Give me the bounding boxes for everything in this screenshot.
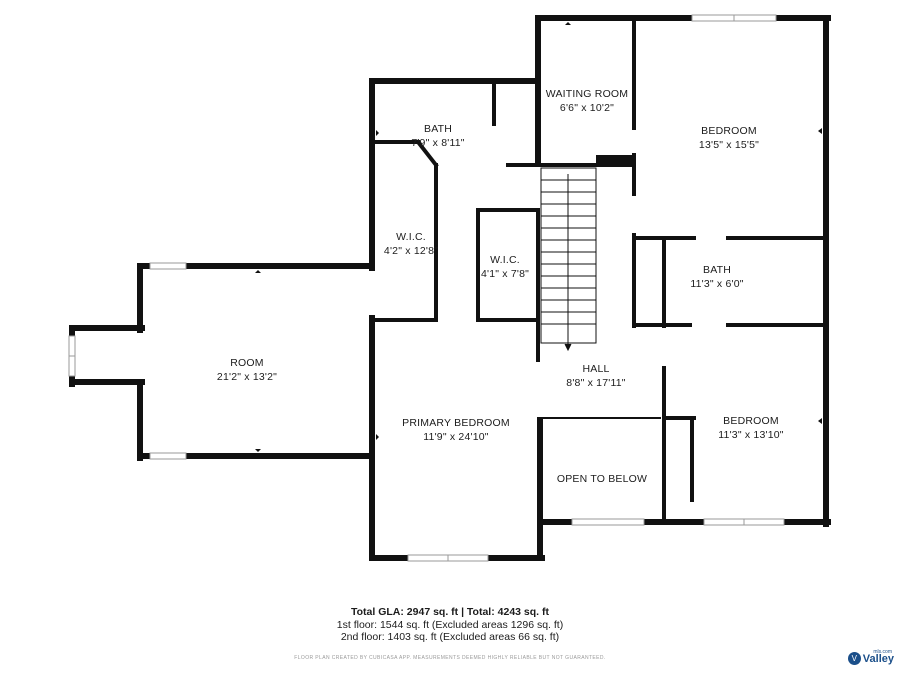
room-dimensions: 6'6" x 10'2" bbox=[559, 102, 615, 114]
total-area: Total GLA: 2947 sq. ft | Total: 4243 sq.… bbox=[351, 606, 549, 618]
room-label-open-to-below: OPEN TO BELOW bbox=[557, 472, 647, 486]
room-name: BEDROOM bbox=[723, 415, 779, 427]
room-name: W.I.C. bbox=[490, 254, 520, 266]
room-dimensions: 7'9" x 8'11" bbox=[411, 137, 465, 149]
room-label-wic-right: W.I.C. 4'1" x 7'8" bbox=[481, 253, 529, 281]
wall-markers bbox=[255, 22, 822, 452]
room-dimensions: 11'3" x 13'10" bbox=[718, 429, 784, 441]
second-floor-area: 2nd floor: 1403 sq. ft (Excluded areas 6… bbox=[340, 631, 560, 643]
room-dimensions: 8'8" x 17'11" bbox=[566, 377, 626, 389]
room-dimensions: 4'1" x 7'8" bbox=[480, 268, 530, 280]
room-label-hall: HALL 8'8" x 17'11" bbox=[566, 362, 625, 390]
room-label-bath-right: BATH 11'3" x 6'0" bbox=[690, 263, 743, 291]
room-name: OPEN TO BELOW bbox=[556, 473, 648, 485]
room-dimensions: 11'9" x 24'10" bbox=[423, 431, 489, 443]
logo-badge-icon: V bbox=[847, 652, 861, 665]
room-label-bedroom-se: BEDROOM 11'3" x 13'10" bbox=[718, 414, 783, 442]
disclaimer-text: FLOOR PLAN CREATED BY CUBICASA APP. MEAS… bbox=[294, 655, 606, 661]
room-name: BATH bbox=[702, 264, 732, 276]
room-name: BEDROOM bbox=[701, 125, 757, 137]
room-dimensions: 4'2" x 12'8" bbox=[383, 245, 439, 257]
staircase bbox=[540, 167, 597, 352]
room-name: ROOM bbox=[230, 357, 264, 369]
room-label-primary-bedroom: PRIMARY BEDROOM 11'9" x 24'10" bbox=[402, 416, 510, 444]
room-dimensions: 21'2" x 13'2" bbox=[216, 371, 278, 383]
room-label-wic-left: W.I.C. 4'2" x 12'8" bbox=[384, 230, 438, 258]
logo-sup: mls.com bbox=[873, 649, 892, 655]
room-label-bedroom-ne: BEDROOM 13'5" x 15'5" bbox=[699, 124, 759, 152]
room-dimensions: 11'3" x 6'0" bbox=[690, 278, 744, 290]
area-summary: Total GLA: 2947 sq. ft | Total: 4243 sq.… bbox=[0, 606, 900, 644]
first-floor-area: 1st floor: 1544 sq. ft (Excluded areas 1… bbox=[336, 618, 564, 631]
room-name: PRIMARY BEDROOM bbox=[402, 417, 510, 429]
room-label-room-west: ROOM 21'2" x 13'2" bbox=[217, 356, 277, 384]
room-name: BATH bbox=[423, 123, 453, 135]
valley-mls-logo: V Valley mls.com bbox=[847, 649, 894, 665]
room-dimensions: 13'5" x 15'5" bbox=[698, 139, 760, 151]
room-name: HALL bbox=[582, 363, 610, 375]
logo-word: Valley bbox=[862, 652, 894, 665]
windows bbox=[68, 14, 785, 562]
room-name: W.I.C. bbox=[396, 231, 426, 243]
room-label-bath-upper: BATH 7'9" x 8'11" bbox=[411, 122, 464, 150]
room-name: WAITING ROOM bbox=[545, 88, 629, 100]
room-label-waiting-room: WAITING ROOM 6'6" x 10'2" bbox=[546, 87, 629, 115]
